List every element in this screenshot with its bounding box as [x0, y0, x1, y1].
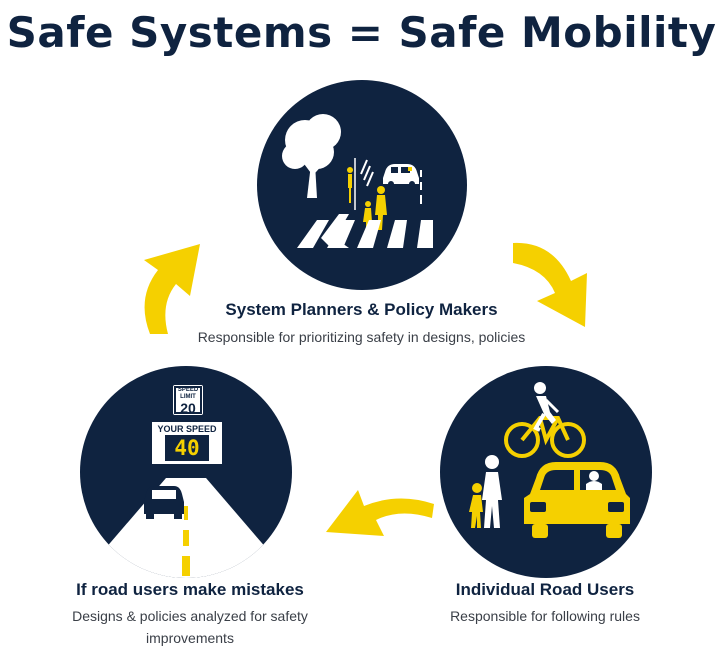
your-speed-label: YOUR SPEED: [157, 424, 217, 434]
arrow-left-curved-icon: [326, 490, 434, 536]
cyclist-icon: [504, 382, 586, 458]
your-speed-value: 40: [165, 435, 209, 461]
arrow-right-curved-icon: [513, 242, 587, 327]
road-users-description: Responsible for following rules: [450, 608, 640, 624]
mistakes-title: If road users make mistakes: [76, 580, 304, 599]
car-icon: [144, 486, 184, 519]
center-line: [182, 506, 190, 576]
mistakes-description: Designs & policies analyzed for safety i…: [72, 608, 308, 646]
arrow-up-curved-icon: [144, 244, 200, 334]
bike-lane-posts-icon: [360, 159, 374, 187]
car-icon: [383, 164, 419, 187]
planners-circle: [257, 80, 467, 290]
car-icon: [524, 462, 630, 538]
page-title: Safe Systems = Safe Mobility: [6, 8, 717, 57]
mistakes-circle: [80, 366, 292, 578]
planners-title: System Planners & Policy Makers: [225, 300, 498, 319]
speed-limit-value: 20: [180, 400, 196, 416]
speed-limit-text: SPEED LIMIT: [177, 387, 199, 400]
street-scene-illustration: [282, 114, 433, 248]
road-users-circle: [440, 366, 652, 578]
pedestrian-icon: [482, 455, 502, 528]
cyclist-icon: [347, 158, 356, 210]
child-icon: [469, 483, 483, 528]
road-users-title: Individual Road Users: [455, 580, 635, 599]
planners-description: Responsible for prioritizing safety in d…: [197, 329, 526, 345]
road-surface: [80, 478, 292, 578]
your-speed-sign: YOUR SPEED 40: [150, 420, 224, 466]
speed-limit-sign: [171, 383, 205, 417]
tree-icon: [282, 114, 341, 198]
crosswalk-icon: [317, 214, 349, 248]
